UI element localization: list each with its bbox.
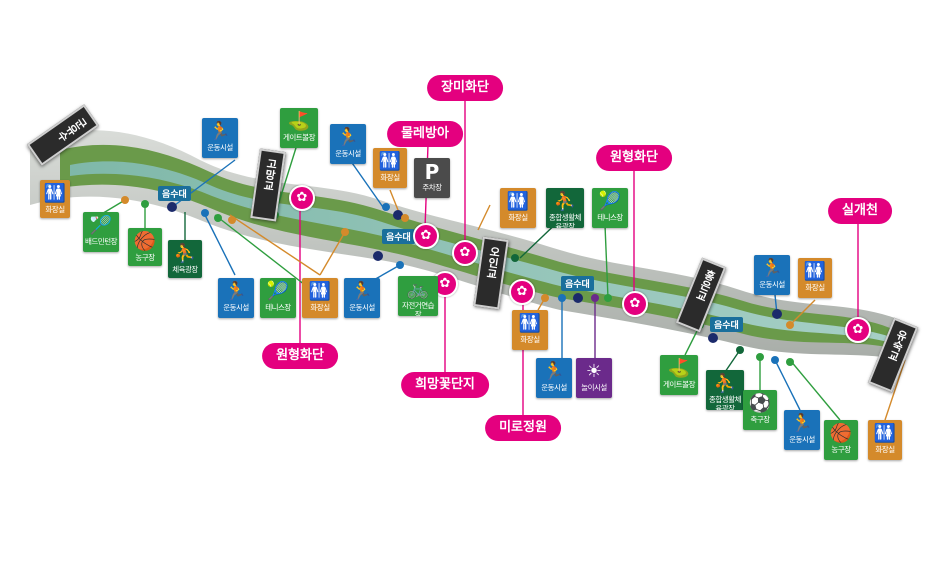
flower-icon[interactable]: ✿ — [452, 240, 478, 266]
icon-label: 체육광장 — [172, 265, 198, 274]
gateball-icon[interactable]: ⛳게이트볼장 — [660, 355, 698, 395]
icon-label: 화장실 — [45, 205, 65, 214]
icon-label: 농구장 — [135, 253, 155, 262]
icon-label: 농구장 — [831, 445, 851, 454]
label-stream[interactable]: 실개천 — [828, 198, 892, 224]
icon-label: 화장실 — [380, 173, 400, 182]
exercise-icon[interactable]: 🏃운동시설 — [536, 358, 572, 398]
label-waterwheel[interactable]: 물레방아 — [387, 121, 463, 147]
icon-label: 배드민턴장 — [85, 237, 118, 246]
drinking-fountain-tag: 음수대 — [561, 276, 594, 291]
icon-label: 화장실 — [520, 335, 540, 344]
drinking-fountain-tag: 음수대 — [710, 317, 743, 332]
connector-lines — [99, 100, 906, 421]
soccer-icon[interactable]: ⚽축구장 — [743, 390, 777, 430]
icon-label: 운동시설 — [335, 149, 361, 158]
icon-label: 테니스장 — [597, 213, 623, 222]
drinking-fountain-tag: 음수대 — [382, 229, 415, 244]
bicycle-icon[interactable]: 🚲자전거연습장 — [398, 276, 438, 316]
toilet-icon[interactable]: 🚻화장실 — [798, 258, 832, 298]
gateball-icon[interactable]: ⛳게이트볼장 — [280, 108, 318, 148]
icon-label: 주차장 — [422, 183, 442, 192]
basketball-icon[interactable]: 🏀농구장 — [128, 228, 162, 266]
toilet-icon[interactable]: 🚻화장실 — [302, 278, 338, 318]
sports-center-icon[interactable]: ⛹종합생활체육광장 — [706, 370, 744, 410]
label-rose-garden[interactable]: 장미화단 — [427, 75, 503, 101]
badminton-icon[interactable]: 🏸배드민턴장 — [83, 212, 119, 252]
toilet-icon[interactable]: 🚻화장실 — [512, 310, 548, 350]
label-round-flowerbed-bottom[interactable]: 원형화단 — [262, 343, 338, 369]
bridge-label: 오인교 — [484, 245, 502, 280]
tennis-icon[interactable]: 🎾테니스장 — [592, 188, 628, 228]
label-hope-flower-garden[interactable]: 희망꽃단지 — [401, 372, 489, 398]
sports-center-icon[interactable]: ⛹종합생활체육광장 — [546, 188, 584, 228]
icon-label: 종합생활체육광장 — [549, 213, 582, 228]
icon-label: 운동시설 — [349, 303, 375, 312]
icon-label: 화장실 — [508, 213, 528, 222]
exercise-icon[interactable]: 🏃운동시설 — [218, 278, 254, 318]
icon-label: 게이트볼장 — [283, 133, 316, 142]
exercise-icon[interactable]: 🏃운동시설 — [784, 410, 820, 450]
icon-label: 놀이시설 — [581, 383, 607, 392]
icon-label: 운동시설 — [207, 143, 233, 152]
tennis-icon[interactable]: 🎾테니스장 — [260, 278, 296, 318]
sports-complex-icon[interactable]: ⛹체육광장 — [168, 240, 202, 278]
exercise-icon[interactable]: 🏃운동시설 — [202, 118, 238, 158]
toilet-icon[interactable]: 🚻화장실 — [373, 148, 407, 188]
toilet-icon[interactable]: 🚻화장실 — [868, 420, 902, 460]
label-round-flowerbed-top[interactable]: 원형화단 — [596, 145, 672, 171]
icon-label: 운동시설 — [541, 383, 567, 392]
icon-label: 게이트볼장 — [663, 380, 696, 389]
exercise-icon[interactable]: 🏃운동시설 — [330, 124, 366, 164]
toilet-icon[interactable]: 🚻화장실 — [40, 180, 70, 218]
label-maze-garden[interactable]: 미로정원 — [485, 415, 561, 441]
icon-label: 자전거연습장 — [402, 301, 435, 316]
basketball-icon[interactable]: 🏀농구장 — [824, 420, 858, 460]
icon-label: 운동시설 — [789, 435, 815, 444]
icon-label: 축구장 — [750, 415, 770, 424]
icon-label: 화장실 — [310, 303, 330, 312]
icon-label: 화장실 — [805, 283, 825, 292]
flower-icon[interactable]: ✿ — [413, 223, 439, 249]
flower-icon[interactable]: ✿ — [622, 291, 648, 317]
flower-icon[interactable]: ✿ — [845, 317, 871, 343]
icon-label: 운동시설 — [759, 280, 785, 289]
exercise-icon[interactable]: 🏃운동시설 — [754, 255, 790, 295]
drinking-fountain-tag: 음수대 — [158, 186, 191, 201]
exercise-icon[interactable]: 🏃운동시설 — [344, 278, 380, 318]
icon-label: 종합생활체육광장 — [709, 395, 742, 410]
toilet-icon[interactable]: 🚻화장실 — [500, 188, 536, 228]
flower-icon[interactable]: ✿ — [289, 185, 315, 211]
flower-icon[interactable]: ✿ — [509, 279, 535, 305]
icon-label: 운동시설 — [223, 303, 249, 312]
bridge-label: 고망교 — [261, 157, 279, 192]
parking-letter: P — [424, 160, 440, 184]
icon-label: 화장실 — [875, 445, 895, 454]
playground-icon[interactable]: ☀놀이시설 — [576, 358, 612, 398]
icon-label: 테니스장 — [265, 303, 291, 312]
